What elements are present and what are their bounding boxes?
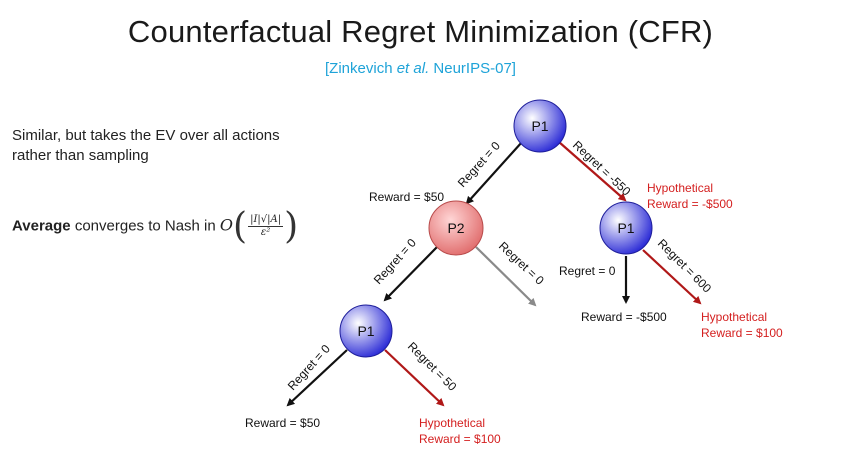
citation: [Zinkevich et al. NeurIPS-07] (325, 60, 516, 77)
edge-right-p1-to-hyp (642, 249, 702, 305)
node-left-p1: P1 (339, 304, 393, 358)
reward-rp1-left: Reward = -$500 (581, 310, 667, 324)
label-lp1-right-regret: Regret = 50 (405, 339, 460, 394)
label-rp1-right-regret: Regret = 600 (655, 236, 714, 295)
description-line-2: rather than sampling (12, 147, 149, 164)
average-bold: Average (12, 217, 71, 235)
label-p2-left-regret: Regret = 0 (371, 236, 419, 287)
edge-root-to-right-p1 (558, 141, 627, 202)
node-right-p1: P1 (599, 201, 653, 255)
description: Similar, but takes the EV over all actio… (12, 126, 280, 166)
node-p2-label: P2 (447, 220, 464, 236)
edge-p2-to-left-p1 (383, 246, 438, 302)
paren-right: ) (284, 206, 299, 247)
paren-left: ( (233, 206, 248, 247)
edge-root-to-p2 (465, 141, 523, 205)
hyp-lp1-right-line1: Hypothetical (419, 416, 485, 430)
node-left-p1-label: P1 (357, 323, 374, 339)
slide-title: Counterfactual Regret Minimization (CFR) (127, 14, 714, 49)
hyp-rp1-right-line1: Hypothetical (701, 310, 767, 324)
hyp-root-right-line1: Hypothetical (647, 181, 713, 195)
node-right-p1-label: P1 (617, 220, 634, 236)
node-root-label: P1 (531, 118, 548, 134)
edge-left-p1-to-reward (286, 349, 348, 407)
fraction-numerator: |I|√|A| (248, 214, 284, 227)
reward-lp1-left: Reward = $50 (245, 416, 320, 430)
average-convergence: Average converges to Nash in O(|I|√|A|ε²… (12, 206, 299, 247)
hyp-rp1-right-line2: Reward = $100 (701, 326, 783, 340)
label-p2-right-regret: Regret = 0 (496, 239, 547, 288)
hyp-lp1-right-line2: Reward = $100 (419, 432, 501, 446)
fraction-denominator: ε² (260, 227, 271, 238)
hyp-root-right-line2: Reward = -$500 (647, 197, 733, 211)
description-line-1: Similar, but takes the EV over all actio… (12, 127, 280, 144)
label-root-left-regret: Regret = 0 (455, 139, 503, 190)
reward-p2: Reward = $50 (369, 190, 444, 204)
node-root-p1: P1 (513, 99, 567, 153)
complexity-fraction: |I|√|A|ε² (248, 214, 284, 239)
label-rp1-down-regret: Regret = 0 (559, 264, 616, 278)
edge-p2-to-gray (475, 246, 537, 307)
node-p2: P2 (428, 200, 484, 256)
label-root-right-regret: Regret = -550 (570, 138, 634, 199)
edge-left-p1-to-hyp (384, 349, 445, 407)
big-o: O (219, 215, 234, 235)
